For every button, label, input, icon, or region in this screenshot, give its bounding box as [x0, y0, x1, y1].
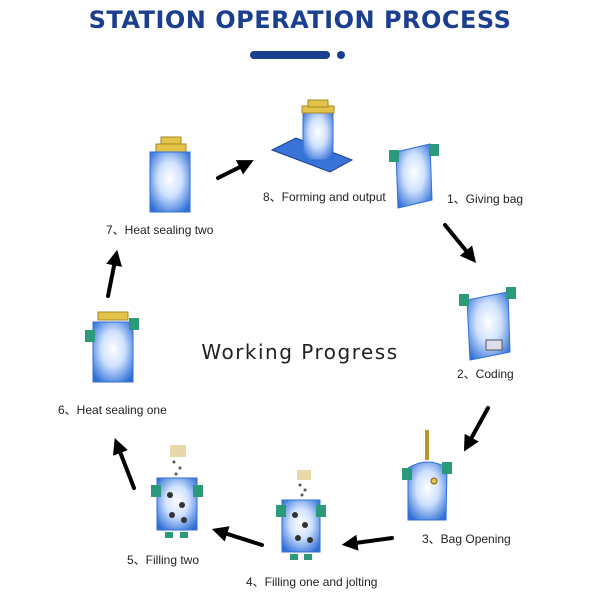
- arrow-3-to-4: [341, 534, 394, 551]
- arrow-5-to-6: [112, 438, 136, 490]
- arrow-1-to-2: [443, 223, 477, 263]
- step-label-heat-sealing-one: 6、Heat sealing one: [58, 403, 167, 417]
- arrow-2-to-3: [463, 406, 490, 452]
- step-label-heat-sealing-two: 7、Heat sealing two: [106, 223, 214, 237]
- step-label-forming-output: 8、Forming and output: [263, 190, 386, 204]
- arrow-7-to-8: [216, 160, 254, 180]
- arrow-4-to-5: [211, 526, 264, 547]
- step-label-coding: 2、Coding: [457, 367, 514, 381]
- title-underline-dot: [337, 51, 345, 59]
- arrow-6-to-7: [106, 249, 122, 298]
- filling-two-icon: [151, 445, 203, 538]
- step-label-bag-opening: 3、Bag Opening: [422, 532, 511, 546]
- page-title: STATION OPERATION PROCESS: [88, 6, 512, 34]
- coding-bag-icon: [459, 287, 516, 361]
- giving-bag-icon: [389, 143, 439, 209]
- step-label-filling-jolting: 4、Filling one and jolting: [246, 575, 378, 589]
- title-underline-bar: [250, 51, 330, 59]
- filling-jolting-icon: [276, 470, 326, 560]
- heat-sealing-two-icon: [149, 136, 191, 213]
- center-label: Working Progress: [201, 340, 399, 364]
- step-label-filling-two: 5、Filling two: [127, 553, 200, 567]
- forming-output-machine-icon: [270, 99, 354, 173]
- heat-sealing-one-icon: [85, 311, 139, 383]
- step-label-giving-bag: 1、Giving bag: [447, 192, 524, 206]
- bag-opening-icon: [402, 430, 452, 521]
